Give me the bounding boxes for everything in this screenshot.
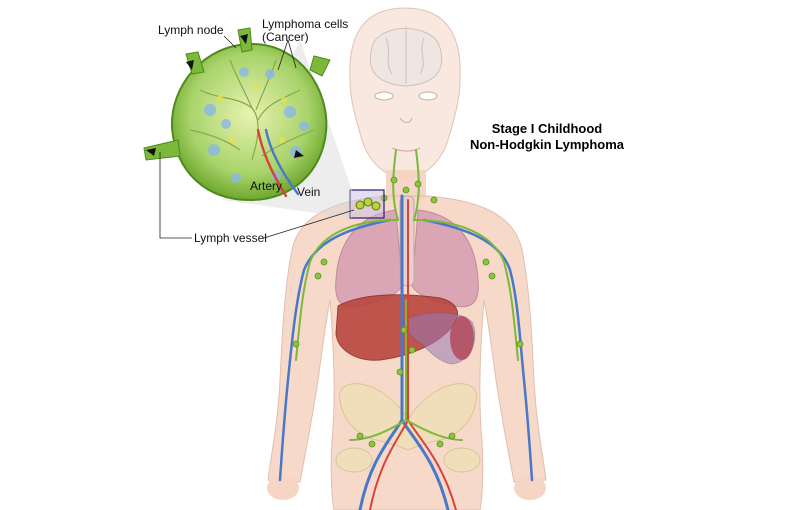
- inset-artery: [256, 128, 288, 198]
- title-line2: Non-Hodgkin Lymphoma: [469, 137, 625, 152]
- affected-node-highlight: [349, 189, 385, 219]
- label-lymphoma-cells-line1: Lymphoma cells: [262, 17, 349, 31]
- label-lymphoma-cells: Lymphoma cells (Cancer): [262, 18, 348, 44]
- label-lymph-node: Lymph node: [158, 23, 224, 37]
- diagram-title: Stage I Childhood Non-Hodgkin Lymphoma: [452, 121, 642, 153]
- inset-vein: [264, 128, 300, 196]
- organs: [335, 195, 481, 473]
- label-vein: Vein: [297, 185, 321, 199]
- leader-lines: [159, 35, 355, 239]
- lymphoma-cells: [204, 67, 309, 183]
- lymph-node-inset: [143, 27, 331, 202]
- lymph-node-capsule: [170, 42, 328, 202]
- spleen: [450, 316, 474, 360]
- label-artery: Artery: [250, 179, 283, 193]
- label-lymphoma-cells-line2: (Cancer): [262, 30, 309, 44]
- label-lymph-vessel: Lymph vessel: [194, 231, 267, 245]
- title-line1: Stage I Childhood: [491, 121, 603, 136]
- vessels: [278, 149, 534, 510]
